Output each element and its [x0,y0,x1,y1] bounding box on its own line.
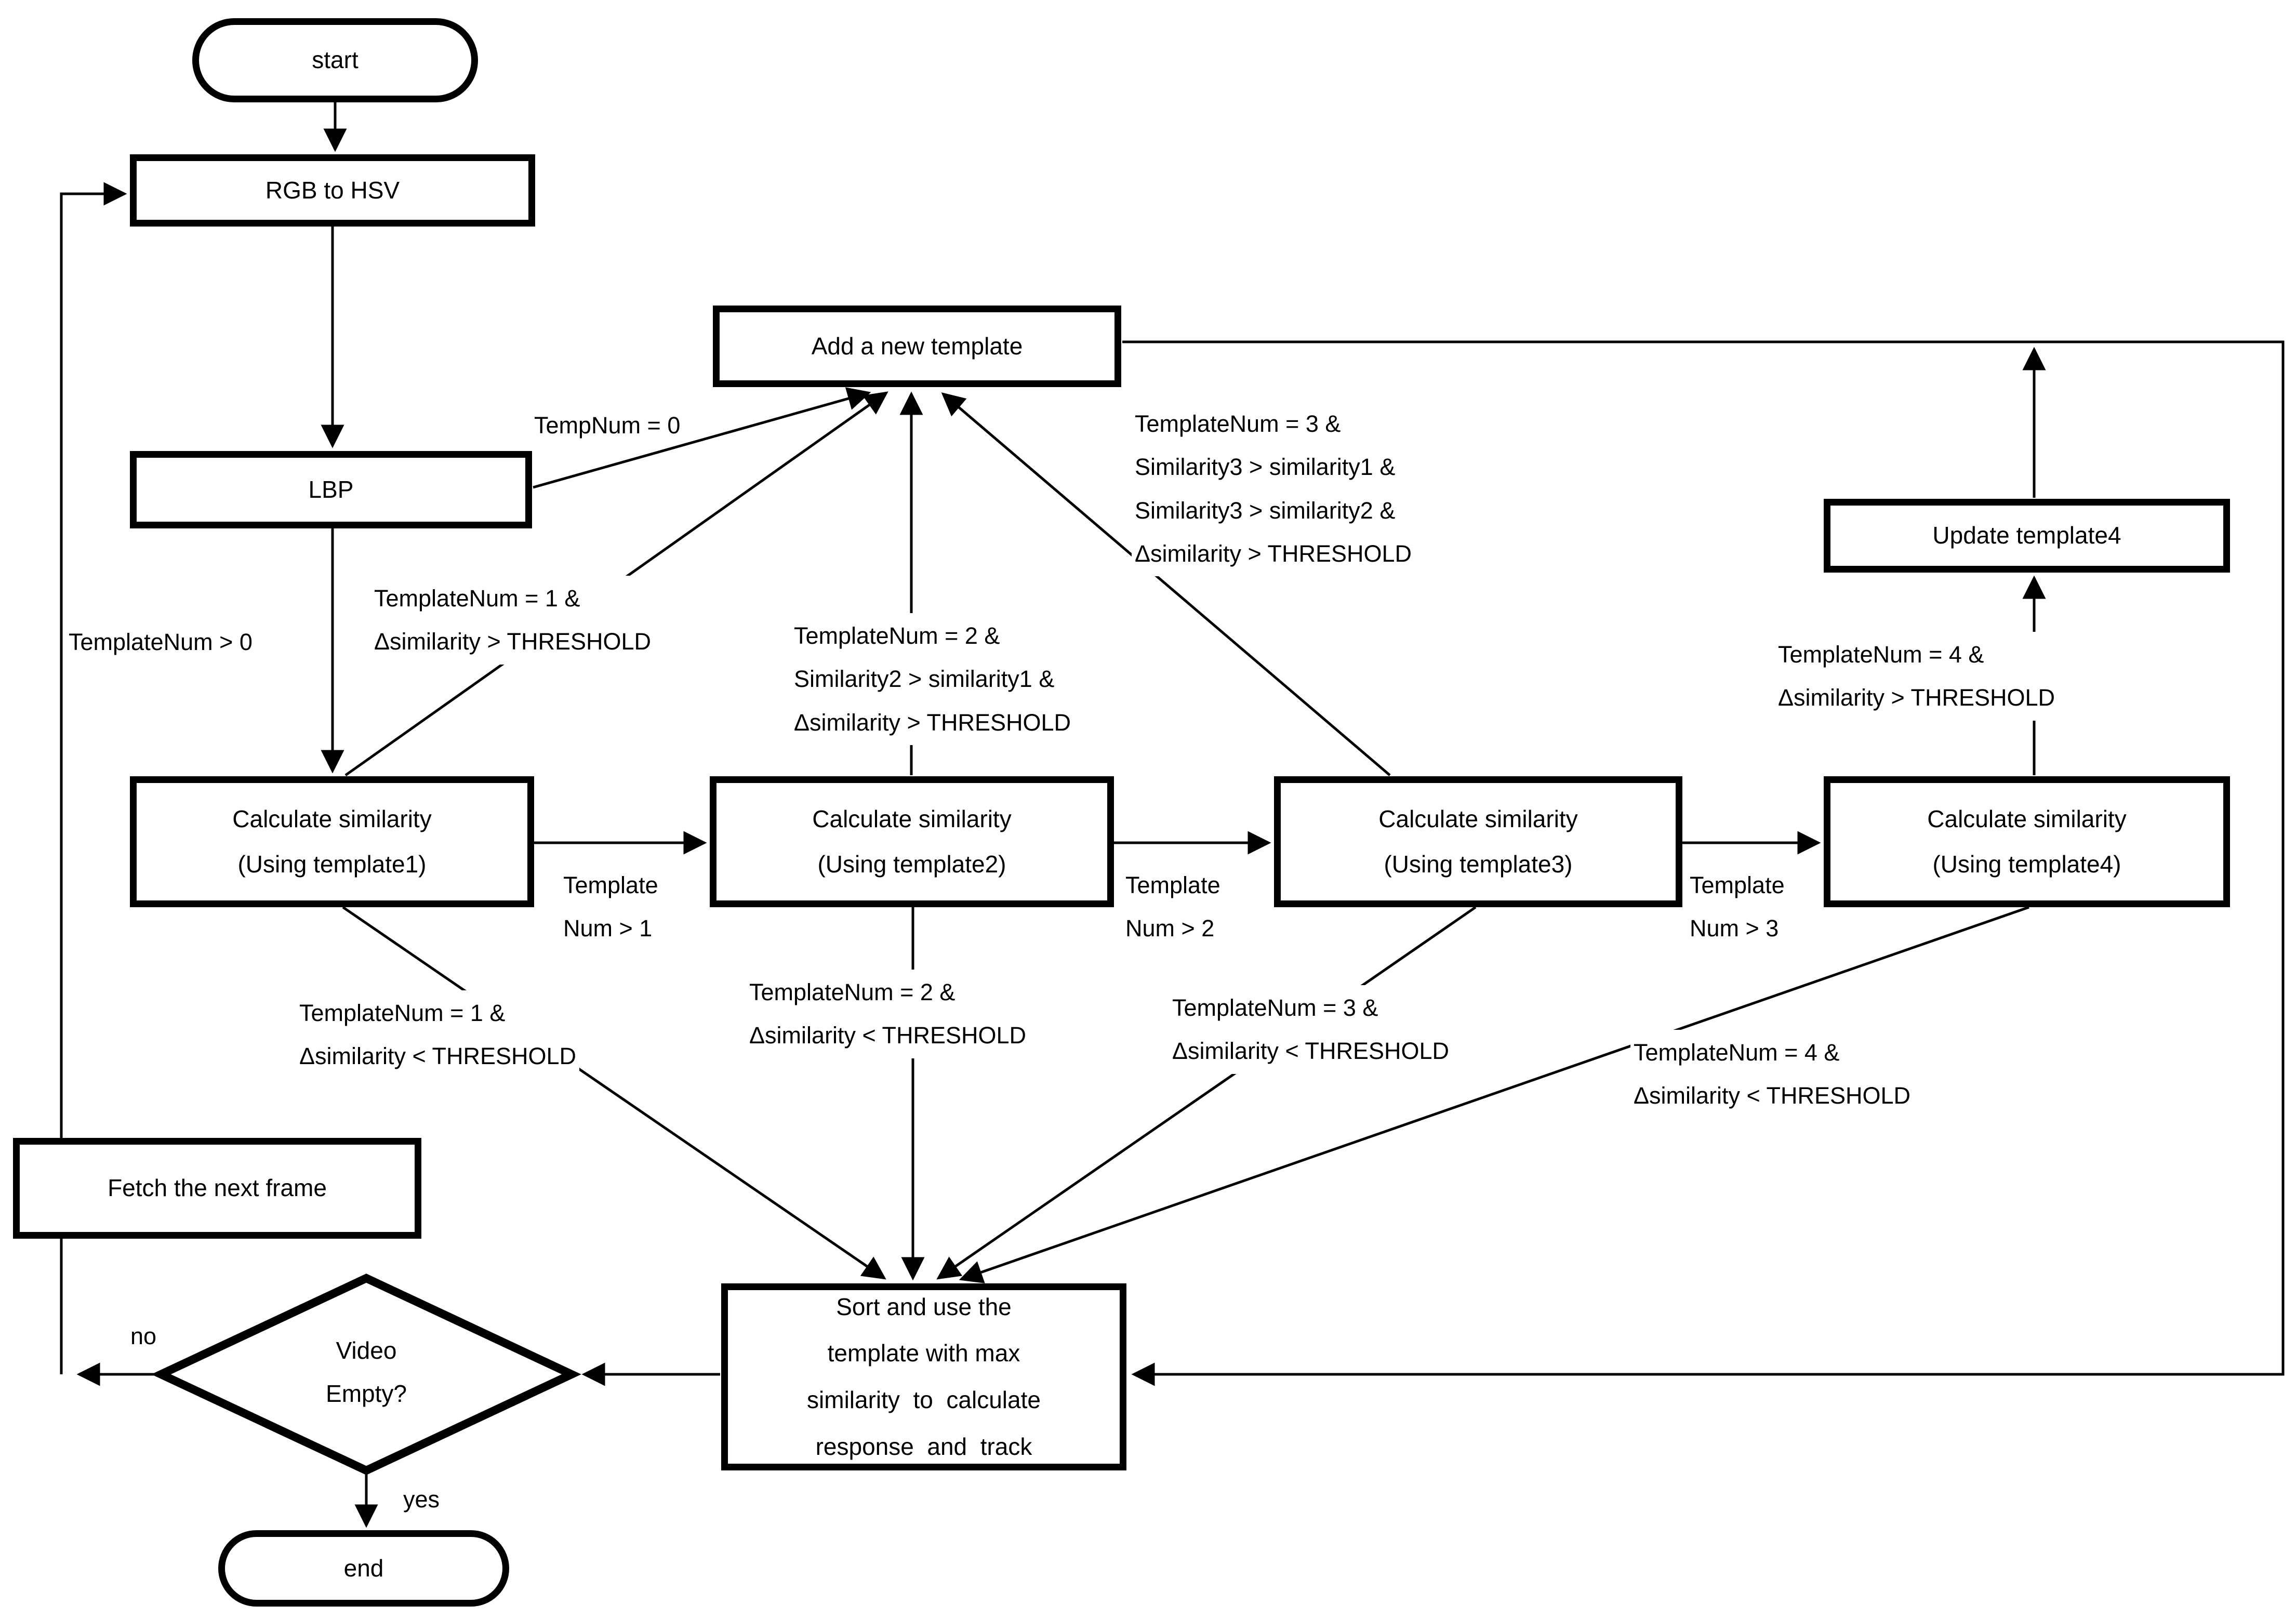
label-tpl2-lt-threshold: TemplateNum = 2 & Δsimilarity < THRESHOL… [746,970,1030,1058]
label-template-num-gt1: Template Num > 1 [563,872,658,942]
node-calc-similarity-1: Calculate similarity (Using template1) [130,776,534,907]
label-branch-no: no [130,1323,157,1349]
node-end-label: end [343,1554,384,1582]
edge-add-template-to-sort [1122,340,2285,1386]
node-rgb-to-hsv: RGB to HSV [130,154,535,227]
label-template-num-gt0: TemplateNum > 0 [69,629,253,655]
node-fetch-next-frame-label: Fetch the next frame [108,1174,327,1202]
label-tpl4-gt-threshold: TemplateNum = 4 & Δsimilarity > THRESHOL… [1775,632,2059,721]
node-calc-similarity-1-label: Calculate similarity (Using template1) [232,805,432,878]
edge-calc3-to-add-template [941,392,1391,776]
node-lbp-label: LBP [308,475,354,503]
label-tpl2-gt-threshold: TemplateNum = 2 & Similarity2 > similari… [791,613,1074,745]
edge-calc1-to-sort [342,906,886,1280]
node-lbp: LBP [130,451,532,528]
node-calc-similarity-3-label: Calculate similarity (Using template3) [1378,805,1578,878]
node-calc-similarity-4-label: Calculate similarity (Using template4) [1927,805,2127,878]
node-start-label: start [312,46,359,74]
node-sort-and-track: Sort and use the template with max simil… [721,1283,1126,1470]
video-empty-diamond [151,1274,581,1475]
node-add-template-label: Add a new template [811,332,1023,360]
node-calc-similarity-4: Calculate similarity (Using template4) [1824,776,2230,907]
node-calc-similarity-2-label: Calculate similarity (Using template2) [812,805,1012,878]
edge-calc3-to-sort [936,906,1477,1280]
node-video-empty-label: Video Empty? [326,1337,407,1407]
label-template-num-gt2: Template Num > 2 [1125,872,1220,942]
node-fetch-next-frame: Fetch the next frame [13,1138,421,1239]
edge-calc4-to-sort [959,906,2029,1283]
label-tpl1-lt-threshold: TemplateNum = 1 & Δsimilarity < THRESHOL… [296,990,580,1079]
edge-lbp-to-add-template [533,387,871,489]
label-tpl3-lt-threshold: TemplateNum = 3 & Δsimilarity < THRESHOL… [1169,985,1453,1074]
node-update-template4-label: Update template4 [1932,522,2121,549]
node-calc-similarity-3: Calculate similarity (Using template3) [1274,776,1682,907]
label-template-num-gt3: Template Num > 3 [1690,872,1785,942]
label-tpl1-gt-threshold: TemplateNum = 1 & Δsimilarity > THRESHOL… [371,576,655,665]
label-branch-yes: yes [403,1486,440,1513]
node-update-template4: Update template4 [1824,499,2230,573]
node-sort-and-track-label: Sort and use the template with max simil… [807,1293,1041,1460]
node-start: start [192,18,478,102]
node-calc-similarity-2: Calculate similarity (Using template2) [710,776,1114,907]
edge-loop-back-to-rgb [60,182,127,1374]
node-rgb-to-hsv-label: RGB to HSV [265,176,400,204]
label-tpl4-lt-threshold: TemplateNum = 4 & Δsimilarity < THRESHOL… [1630,1030,1914,1119]
node-add-template: Add a new template [713,306,1121,387]
label-temp-num-eq0: TempNum = 0 [534,412,681,439]
node-end: end [218,1530,509,1607]
label-tpl3-gt-threshold: TemplateNum = 3 & Similarity3 > similari… [1132,401,1415,576]
